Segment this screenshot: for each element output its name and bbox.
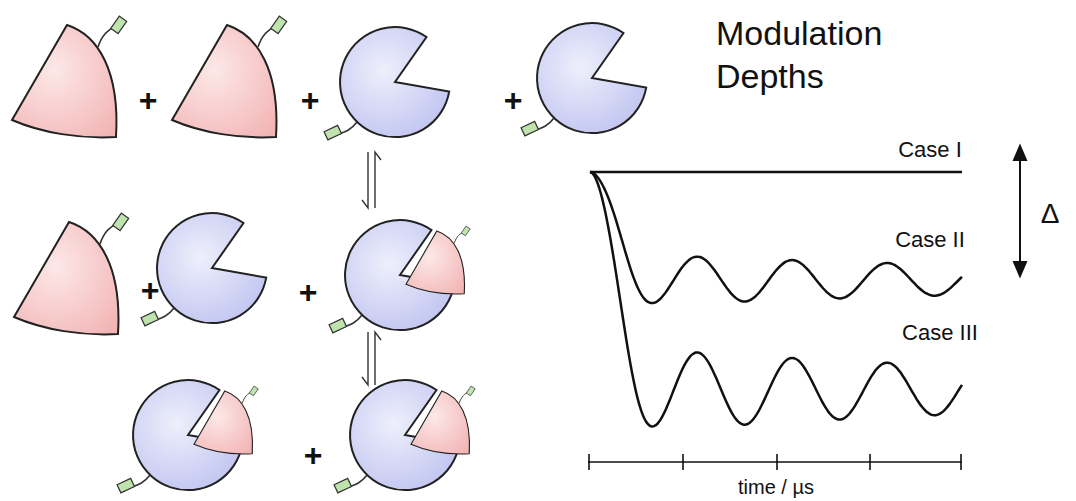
complex-shape <box>117 380 258 493</box>
receptor-shape <box>521 23 646 136</box>
time-axis <box>588 454 962 470</box>
case-label: Case I <box>898 137 962 162</box>
plus-sign: + <box>304 437 323 474</box>
equilibrium-arrow <box>362 152 381 385</box>
complex-shape <box>329 220 470 333</box>
plus-sign: + <box>299 274 318 311</box>
plus-sign: + <box>504 82 523 119</box>
ligand-shape <box>172 16 287 137</box>
receptor-shape <box>324 27 449 140</box>
axis-label: time / µs <box>738 476 814 499</box>
trace-case-3 <box>590 172 962 426</box>
receptor-shape <box>141 213 266 326</box>
depth-arrow <box>1014 146 1026 276</box>
plus-sign: + <box>301 82 320 119</box>
plus-sign: + <box>139 82 158 119</box>
depth-symbol: Δ <box>1041 198 1060 230</box>
trace-case-1 <box>590 171 962 174</box>
plus-sign: + <box>141 272 160 309</box>
case-label: Case II <box>895 227 965 252</box>
complex-shape <box>334 380 475 493</box>
ligand-shape <box>14 213 129 334</box>
ligand-shape <box>12 16 127 137</box>
chart-heading: Modulation Depths <box>716 12 946 97</box>
case-label: Case III <box>902 320 978 345</box>
